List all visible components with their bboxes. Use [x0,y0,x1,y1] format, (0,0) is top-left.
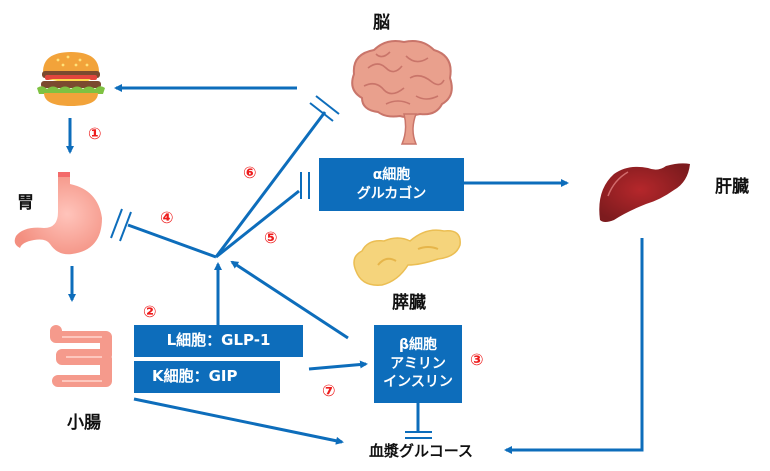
step-number-1: ① [88,124,102,143]
arrow-beta-to-junction [230,260,349,340]
liver-icon [599,163,690,222]
small-intestine-icon [50,325,112,387]
inhibit-line-stomach [127,223,217,259]
stomach-icon [14,172,103,255]
l-cell-glp1-box: L細胞：GLP-1 [134,325,303,357]
k-cell-gip-label: K細胞：GIP [152,367,238,386]
step-number-4: ④ [160,208,174,227]
step-number-7: ⑦ [322,381,336,400]
inhibit-line-alpha [215,189,300,259]
alpha-cell-box: α細胞 グルカゴン [319,158,464,211]
inhibit-bar-brain-1 [315,95,340,115]
step-number-2: ② [143,302,157,321]
inhibit-line-brain [214,111,327,258]
stomach-label: 胃 [17,193,34,213]
alpha-cell-title: α細胞 [372,167,411,184]
beta-cell-title: β細胞 [398,336,438,353]
k-cell-gip-box: K細胞：GIP [134,361,280,393]
inhibit-bar-brain-2 [309,102,334,122]
glucagon-label: グルカゴン [356,185,427,202]
step-number-3: ③ [470,350,484,369]
arrow-intestine-to-glucose [133,397,344,445]
inhibit-bar-stomach-2 [119,211,132,242]
plasma-glucose-label: 血漿グルコース [369,442,473,460]
beta-cell-box: β細胞 アミリン インスリン [374,325,462,403]
brain-icon [351,40,453,145]
arrow-liver-to-glucose [504,238,644,454]
arrow-gip-to-beta [308,360,368,371]
step-number-5: ⑤ [264,228,278,247]
brain-label: 脳 [373,13,390,33]
step-number-6: ⑥ [243,163,257,182]
l-cell-glp1-label: L細胞：GLP-1 [166,331,271,350]
liver-label: 肝臓 [715,177,749,197]
pancreas-label: 膵臓 [392,293,426,313]
amylin-label: アミリン [390,355,446,372]
inhibit-bar-stomach-1 [110,208,123,239]
insulin-label: インスリン [383,374,453,391]
hamburger-icon [37,52,105,106]
pancreas-icon [353,229,461,286]
small-intestine-label: 小腸 [67,413,101,433]
